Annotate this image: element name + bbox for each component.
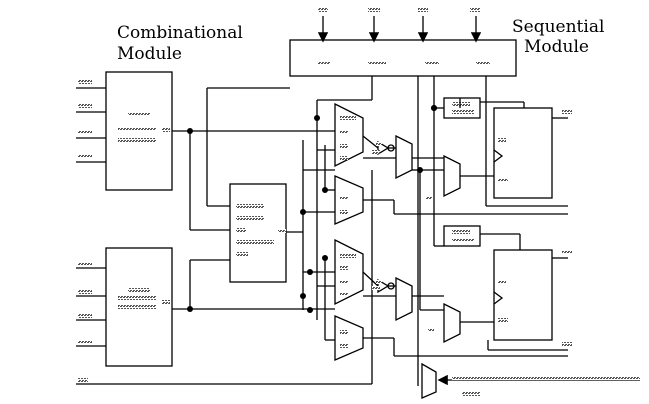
combinational-module-title-line1: Combinational: [117, 23, 243, 43]
sequential-wiring: [363, 76, 572, 386]
mux-upper-large: [334, 102, 364, 168]
combinational-block-middle: [229, 183, 287, 283]
mux-output-lower: [412, 295, 461, 344]
flip-flop-upper: [460, 107, 572, 199]
top-clock-inputs: [317, 8, 482, 43]
mux-output-upper: [412, 154, 461, 200]
combinational-module-title-line2: Module: [117, 44, 182, 64]
sequential-module-title-line1: Sequential: [512, 17, 604, 37]
mux-lower-large: [334, 238, 364, 306]
latch-upper: [431, 97, 525, 119]
mux-lower-small: [334, 315, 364, 361]
sequential-module-title-line2: Module: [524, 37, 589, 57]
combinational-block-upper: [76, 71, 173, 191]
output-buffer: [421, 362, 640, 399]
flip-flop-lower: [460, 249, 572, 341]
upper-block-inputs: [76, 80, 106, 163]
combinational-block-lower: [76, 247, 173, 367]
sequential-header-block: [289, 39, 517, 77]
combinational-wiring: [76, 76, 373, 385]
inverter-upper: [362, 134, 413, 180]
latch-lower: [443, 225, 521, 250]
mux-upper-small: [334, 175, 364, 225]
inverter-lower: [362, 271, 413, 322]
lower-block-inputs: [76, 262, 106, 347]
